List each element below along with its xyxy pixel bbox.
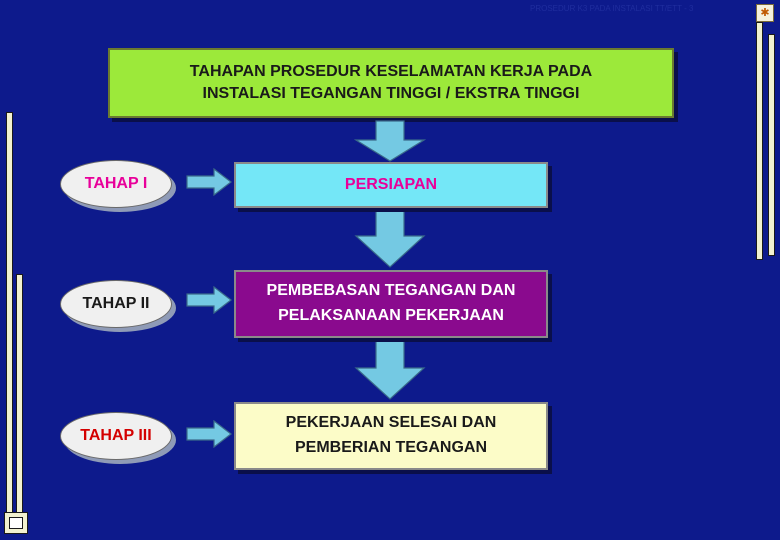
title-line-2: INSTALASI TEGANGAN TINGGI / EKSTRA TINGG… xyxy=(202,85,580,102)
stage-label-tahap-1: TAHAP I xyxy=(60,160,172,208)
slide-header-note: PROSEDUR K3 PADA INSTALASI TT/ETT - 3 xyxy=(530,4,694,13)
right-scroll-bar-inner xyxy=(768,34,775,256)
left-scroll-bar-inner xyxy=(16,274,23,518)
step-box-persiapan: PERSIAPAN xyxy=(234,162,548,208)
title-line-1: TAHAPAN PROSEDUR KESELAMATAN KERJA PADA xyxy=(189,63,593,81)
step-line: PEMBEBASAN TEGANGAN DAN xyxy=(266,282,516,300)
corner-box xyxy=(4,512,28,534)
right-arrow-icon xyxy=(186,420,232,448)
title-box: TAHAPAN PROSEDUR KESELAMATAN KERJA PADA … xyxy=(108,48,674,118)
down-arrow-icon xyxy=(354,210,426,268)
step-box-pekerjaan-selesai: PEKERJAAN SELESAI DAN PEMBERIAN TEGANGAN xyxy=(234,402,548,470)
step-line: PERSIAPAN xyxy=(344,175,438,193)
step-line: PEMBERIAN TEGANGAN xyxy=(294,439,487,456)
step-box-pembebasan: PEMBEBASAN TEGANGAN DAN PELAKSANAAN PEKE… xyxy=(234,270,548,338)
close-icon[interactable]: ✱ xyxy=(756,4,774,22)
right-arrow-icon xyxy=(186,286,232,314)
right-arrow-icon xyxy=(186,168,232,196)
down-arrow-icon xyxy=(354,340,426,400)
step-text: PEKERJAAN SELESAI DAN PEMBERIAN TEGANGAN xyxy=(246,411,536,461)
step-line: PEKERJAAN SELESAI DAN xyxy=(285,414,497,432)
step-text: PEMBEBASAN TEGANGAN DAN PELAKSANAAN PEKE… xyxy=(246,279,536,329)
left-scroll-bar xyxy=(6,112,13,514)
diagram-title: TAHAPAN PROSEDUR KESELAMATAN KERJA PADA … xyxy=(156,61,626,104)
down-arrow-icon xyxy=(354,120,426,162)
step-line: PELAKSANAAN PEKERJAAN xyxy=(278,307,504,324)
stage-label-tahap-3: TAHAP III xyxy=(60,412,172,460)
right-scroll-bar xyxy=(756,22,763,260)
stage-label-tahap-2: TAHAP II xyxy=(60,280,172,328)
step-text: PERSIAPAN xyxy=(246,173,536,198)
